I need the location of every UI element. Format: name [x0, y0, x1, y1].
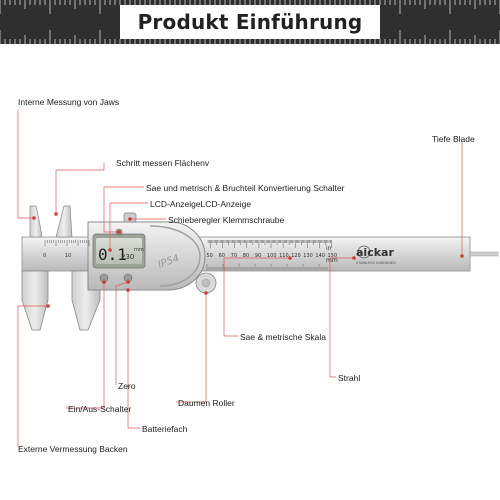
vernier-tick-label: 0: [43, 253, 46, 259]
label-locking-screw: Schieberegler Klemmschraube: [168, 215, 285, 225]
leader-marker: [117, 230, 121, 234]
vernier-tick-label: 10: [65, 253, 71, 259]
beam-tick-label: 80: [243, 253, 249, 259]
beam-unit-in: in: [326, 245, 332, 252]
leader-marker: [204, 291, 208, 295]
leader-marker: [128, 217, 132, 221]
beam-unit-mm: mm: [326, 257, 338, 264]
label-sae-metric-switch: Sae und metrisch & Bruchteil Konvertieru…: [146, 183, 345, 193]
depth-blade: [469, 251, 499, 257]
leader-marker: [102, 280, 106, 284]
leader-lines: [17, 110, 464, 447]
thumb-roller-hub: [201, 278, 211, 288]
leader-line: [55, 163, 105, 214]
label-sae-metric-scale: Sae & metrische Skala: [240, 332, 326, 342]
leader-marker: [460, 254, 464, 258]
beam-tick-label: 100: [267, 253, 277, 259]
leader-marker: [46, 304, 50, 308]
lcd-sub-reading: 230: [121, 253, 134, 261]
label-thumb-roller: Daumen Roller: [178, 398, 235, 408]
outer-jaw-fixed: [21, 270, 49, 331]
lcd-unit-mm: mm: [134, 247, 144, 253]
beam-tick-label: 130: [303, 253, 313, 259]
leader-line: [17, 110, 34, 219]
leader-line: [103, 186, 144, 233]
beam-tick-label: 120: [291, 253, 301, 259]
page-title: Produkt Einführung: [137, 10, 363, 34]
leader-marker: [108, 248, 112, 252]
leader-line: [115, 281, 129, 385]
leader-marker: [352, 256, 356, 260]
beam-tick-label: 60: [219, 253, 225, 259]
header-banner: Produkt Einführung: [0, 0, 500, 44]
label-zero: Zero: [118, 381, 136, 391]
beam-tick-label: 150: [328, 253, 338, 259]
leader-marker: [32, 216, 36, 220]
vernier-scale: 0 10: [43, 240, 90, 259]
leader-marker: [288, 256, 292, 260]
brand-tagline: STAINLESS HARDENED: [356, 261, 396, 265]
slider-housing-rim: [149, 225, 201, 287]
brand-name: aickar: [356, 246, 394, 259]
leader-marker: [126, 288, 130, 292]
inner-jaw-sliding: [55, 205, 73, 238]
label-outer-jaws: Externe Vermessung Backen: [18, 444, 128, 454]
label-battery: Batteriefach: [142, 424, 188, 434]
leader-line: [223, 257, 290, 337]
lcd-screen: [96, 238, 142, 264]
title-box: Produkt Einführung: [120, 5, 380, 39]
leader-line: [127, 290, 140, 429]
label-beam: Strahl: [338, 373, 361, 383]
lcd-reading: 0.1: [98, 245, 127, 264]
leader-marker: [126, 280, 130, 284]
label-inner-jaws: Interne Messung von Jaws: [18, 97, 120, 107]
label-lcd: LCD-AnzeigeLCD-Anzeige: [150, 199, 252, 209]
leader-line: [329, 257, 354, 378]
beam-tick-label: 140: [315, 253, 325, 259]
inner-jaw-fixed: [29, 205, 43, 238]
beam-tick-label: 110: [279, 253, 289, 259]
beam-tick-label: 90: [255, 253, 261, 259]
leader-marker: [54, 212, 58, 216]
leader-line: [17, 305, 48, 447]
label-depth-blade: Tiefe Blade: [432, 134, 475, 144]
beam-tick-label: 70: [231, 253, 237, 259]
label-on-off: Ein/Aus-Schalter: [68, 404, 132, 414]
label-step-measure: Schritt messen Flächenv: [116, 158, 210, 168]
brand-logo-icon: [357, 245, 371, 259]
leader-line: [109, 202, 148, 250]
header-ruler-graphic: [0, 0, 500, 44]
leader-line: [66, 282, 105, 409]
beam-tick-label: 50: [207, 253, 213, 259]
leader-line: [176, 293, 207, 403]
